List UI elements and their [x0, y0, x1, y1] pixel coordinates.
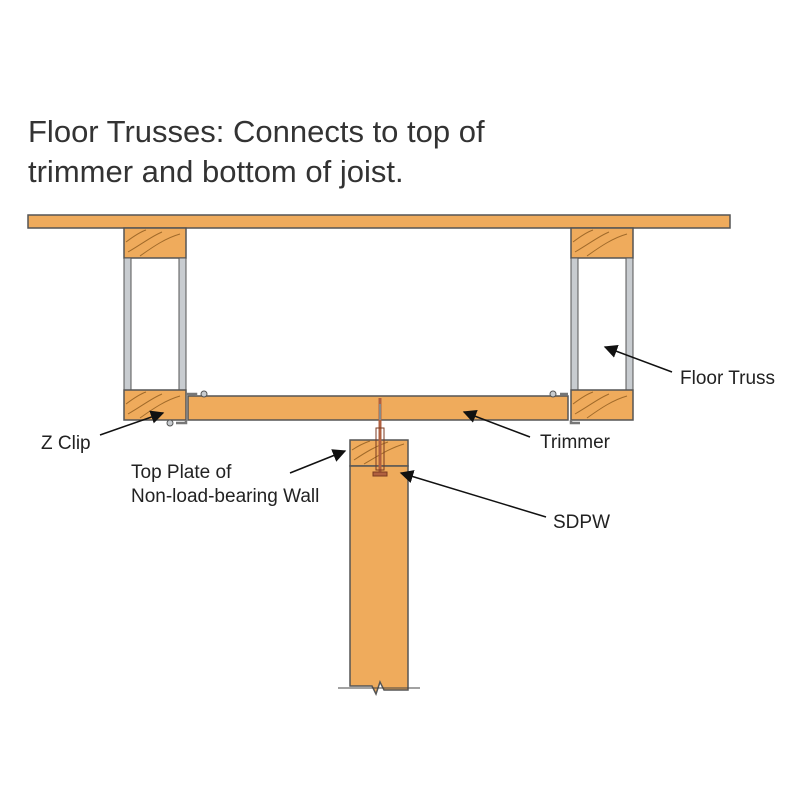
label-top-plate-line-1: Top Plate of: [131, 462, 232, 483]
left-top-chord: [123, 227, 187, 259]
z-clip-leader: [99, 410, 165, 436]
left-web-strap-left: [123, 257, 132, 391]
z-clip-right-fastener: [549, 390, 557, 398]
right-web-strap-left: [570, 257, 579, 391]
label-top-plate-line-2: Non-load-bearing Wall: [131, 486, 319, 507]
right-bottom-chord: [570, 389, 634, 421]
floor-truss-leader: [603, 344, 673, 373]
right-top-chord: [570, 227, 634, 259]
z-clip-left-fastener: [166, 419, 174, 427]
right-top-chord-grain: [572, 229, 628, 257]
trimmer: [187, 395, 569, 421]
z-clip-right: [560, 392, 580, 425]
label-sdpw: SDPW: [553, 512, 610, 533]
left-bottom-chord-grain: [125, 391, 181, 419]
label-z-clip: Z Clip: [41, 433, 91, 454]
subfloor-sheathing: [27, 214, 731, 229]
z-clip-left-fastener-top: [200, 390, 208, 398]
title-line-1: Floor Trusses: Connects to top of: [28, 114, 485, 149]
sdpw-leader: [399, 470, 547, 518]
left-top-chord-grain: [125, 229, 181, 257]
top-plate-leader: [289, 449, 347, 474]
left-truss: [123, 227, 187, 421]
sdpw-screw-head: [372, 471, 388, 477]
sdpw-sleeve: [375, 427, 385, 471]
right-truss: [570, 227, 634, 421]
right-web-strap-right: [625, 257, 634, 391]
label-floor-truss: Floor Truss: [680, 368, 775, 389]
z-clip-left: [176, 392, 198, 425]
title-line-2: trimmer and bottom of joist.: [28, 154, 404, 189]
label-trimmer: Trimmer: [540, 432, 611, 453]
trimmer-leader: [462, 409, 531, 438]
wall-stud: [349, 465, 409, 696]
diagram-title: Floor Trusses: Connects to top of trimme…: [28, 112, 588, 192]
left-web-strap-right: [178, 257, 187, 391]
right-bottom-chord-grain: [572, 391, 628, 419]
